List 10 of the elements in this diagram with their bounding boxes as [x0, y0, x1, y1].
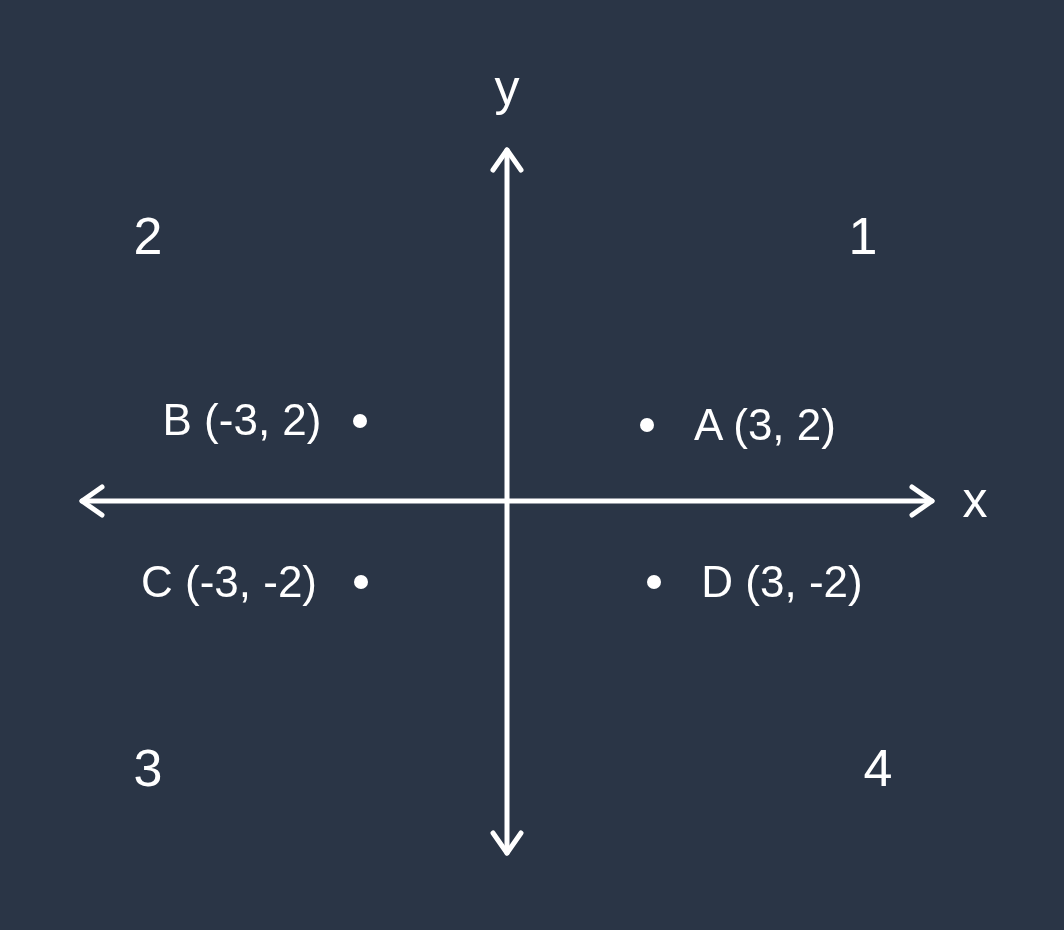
point-label: D (3, -2): [701, 560, 863, 604]
axis-label: x: [962, 475, 988, 525]
quadrant-number: 2: [133, 210, 163, 262]
axis-label: y: [494, 63, 520, 113]
point-label: A (3, 2): [694, 403, 836, 447]
quadrant-number: 3: [133, 742, 163, 794]
quadrant-number: 1: [848, 210, 878, 262]
quadrant-number: 4: [863, 742, 893, 794]
point-label: C (-3, -2): [141, 560, 317, 604]
point-label: B (-3, 2): [162, 398, 322, 442]
